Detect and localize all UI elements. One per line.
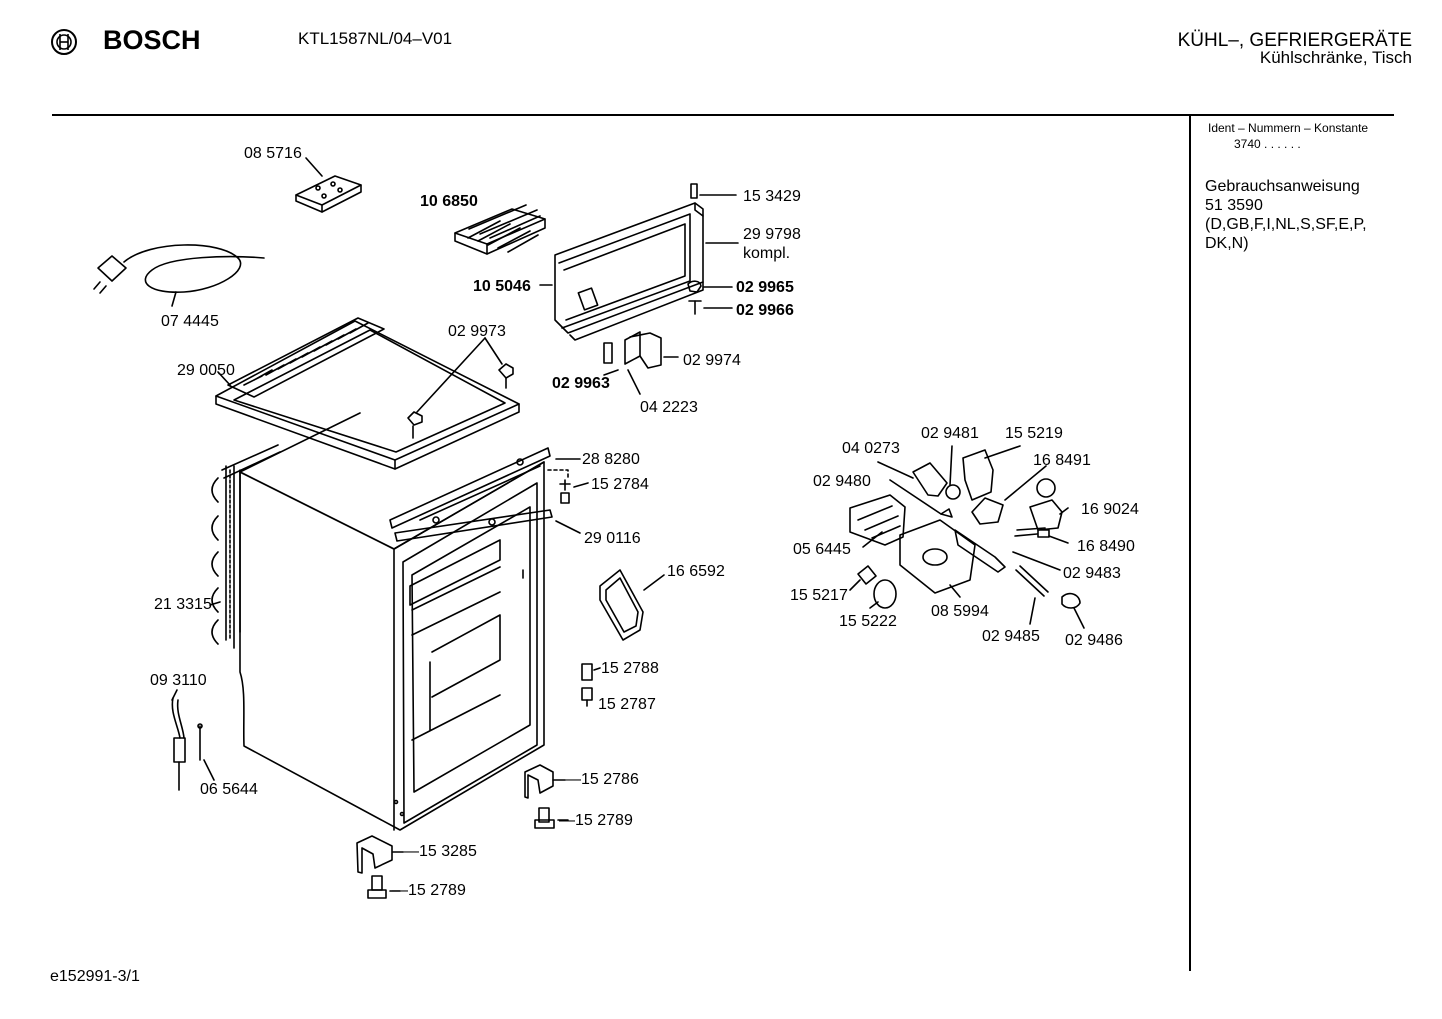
- appliance-category: KÜHL–, GEFRIERGERÄTE: [1177, 30, 1412, 51]
- header-divider: [52, 114, 1394, 116]
- ice-tray-part: [454, 204, 546, 255]
- label-152789-b: —15 2789: [392, 882, 466, 899]
- ice-pack-part: [295, 157, 362, 213]
- label-288280: 28 8280: [582, 451, 640, 468]
- label-152786: —15 2786: [565, 771, 639, 788]
- hinge-pin-part: [690, 183, 737, 199]
- label-155219: 15 5219: [1005, 425, 1063, 442]
- door-latch-parts: [603, 331, 679, 395]
- label-299798: 29 9798: [743, 226, 801, 243]
- ident-value: 3740 . . . . . .: [1234, 137, 1301, 151]
- manual-number: 51 3590: [1205, 197, 1263, 214]
- label-065644: 06 5644: [200, 781, 258, 798]
- label-166592: 16 6592: [667, 563, 725, 580]
- label-152787: 15 2787: [598, 696, 656, 713]
- label-155222: 15 5222: [839, 613, 897, 630]
- label-152788: 15 2788: [601, 660, 659, 677]
- label-042223: 04 2223: [640, 399, 698, 416]
- label-040273: 04 0273: [842, 440, 900, 457]
- label-085994: 08 5994: [931, 603, 989, 620]
- label-153285: —15 3285: [403, 843, 477, 860]
- part-labels: 08 5716 07 4445 10 6850 15 3429 29 9798 …: [150, 145, 1139, 899]
- label-168491: 16 8491: [1033, 452, 1091, 469]
- rail-screw-part: [547, 469, 589, 504]
- manual-languages-cont: DK,N): [1205, 235, 1249, 252]
- ident-heading: Ident – Nummern – Konstante: [1208, 121, 1369, 135]
- bracket-right-parts: [524, 764, 569, 829]
- bracket-left-parts: [356, 835, 404, 899]
- label-290050: 29 0050: [177, 362, 235, 379]
- door-hinge-parts: [539, 280, 733, 315]
- brand-name: BOSCH: [103, 25, 201, 55]
- label-029481: 02 9481: [921, 425, 979, 442]
- label-029965: 02 9965: [736, 279, 794, 296]
- shelf-rails: [389, 447, 581, 542]
- label-168490: 16 8490: [1077, 538, 1135, 555]
- label-074445: 07 4445: [161, 313, 219, 330]
- thermostat-lamp-assembly: [849, 445, 1085, 629]
- label-152789-a: —15 2789: [559, 812, 633, 829]
- drawing-reference: e152991-3/1: [50, 968, 140, 985]
- sidebar-divider: [1189, 115, 1191, 971]
- label-105046: 10 5046: [473, 278, 531, 295]
- label-029973: 02 9973: [448, 323, 506, 340]
- label-106850: 10 6850: [420, 193, 478, 210]
- label-029483: 02 9483: [1063, 565, 1121, 582]
- label-299798-note: kompl.: [743, 245, 790, 262]
- label-155217: 15 5217: [790, 587, 848, 604]
- power-cord-part: [93, 244, 265, 307]
- manual-title: Gebrauchsanweisung: [1205, 178, 1360, 195]
- bosch-logo-icon: [51, 29, 77, 55]
- condenser-part: [209, 444, 281, 649]
- label-290116: 29 0116: [584, 530, 641, 547]
- label-029966: 02 9966: [736, 302, 794, 319]
- cover-screws: [407, 337, 514, 439]
- manual-languages: (D,GB,F,I,NL,S,SF,E,P,: [1205, 216, 1367, 233]
- freezer-door-part: [554, 202, 739, 341]
- feet-parts: [581, 663, 601, 707]
- label-085716: 08 5716: [244, 145, 302, 162]
- model-number: KTL1587NL/04–V01: [298, 29, 453, 48]
- cabinet-body: [239, 412, 545, 831]
- label-169024: 16 9024: [1081, 501, 1139, 518]
- label-153429: 15 3429: [743, 188, 801, 205]
- label-029486: 02 9486: [1065, 632, 1123, 649]
- label-152784: 15 2784: [591, 476, 649, 493]
- label-029480: 02 9480: [813, 473, 871, 490]
- label-213315: 21 3315: [154, 596, 212, 613]
- label-056445: 05 6445: [793, 541, 851, 558]
- label-093110: 09 3110: [150, 672, 207, 689]
- cover-plate-part: [599, 569, 665, 641]
- label-029974: 02 9974: [683, 352, 741, 369]
- sensor-parts: [171, 689, 215, 791]
- top-cover-part: [215, 317, 520, 470]
- appliance-subcategory: Kühlschränke, Tisch: [1259, 48, 1412, 67]
- label-029485: 02 9485: [982, 628, 1040, 645]
- label-029963: 02 9963: [552, 375, 610, 392]
